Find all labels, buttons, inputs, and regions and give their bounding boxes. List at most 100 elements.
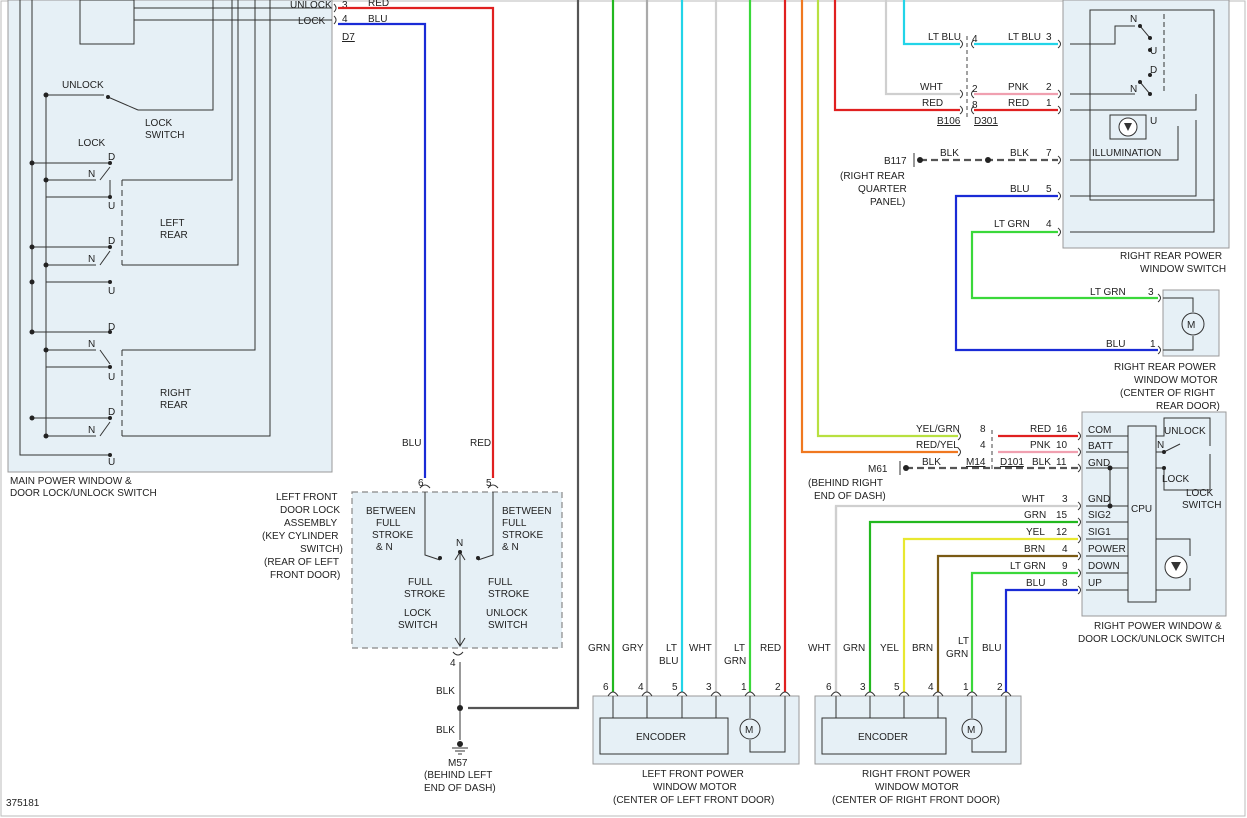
right-rear-label-2: REAR — [160, 400, 188, 411]
rr-pin: 8 — [972, 100, 978, 111]
wht-rr-wire — [884, 0, 960, 96]
pin4-label: 4 — [342, 14, 348, 25]
rf-switch-name-2: DOOR LOCK/UNLOCK SWITCH — [1078, 634, 1225, 645]
rr-wire-label: LT BLU — [1008, 32, 1041, 43]
door-lock-body — [351, 491, 563, 649]
rf-pin: 5 — [894, 682, 900, 693]
lf-pin: 3 — [706, 682, 712, 693]
rf-motor-wire-label: WHT — [808, 643, 831, 654]
rr-switch-name-2: WINDOW SWITCH — [1140, 264, 1226, 275]
rf-yel-wire — [902, 537, 1078, 692]
rf-pin: 1 — [963, 682, 969, 693]
rf-term-label: DOWN — [1088, 561, 1120, 572]
ground-m57: M57 — [448, 758, 468, 769]
rf-motor-m: M — [967, 725, 975, 736]
rf-motor-name-2: WINDOW MOTOR — [875, 782, 959, 793]
pin3-label: 3 — [342, 0, 348, 11]
between-right: BETWEEN FULL STROKE & N — [502, 506, 551, 553]
rf-switch-name-1: RIGHT POWER WINDOW & — [1094, 621, 1222, 632]
rf-motor-name-3: (CENTER OF RIGHT FRONT DOOR) — [832, 795, 1000, 806]
n-label: N — [88, 339, 95, 350]
ground-b117: B117 — [884, 156, 907, 167]
lf-wire-label: GRN — [724, 656, 746, 667]
rf-pin: 4 — [1062, 544, 1068, 555]
rf-pin: 16 — [1056, 424, 1068, 435]
lf-motor-name-3: (CENTER OF LEFT FRONT DOOR) — [613, 795, 774, 806]
illumination-label: ILLUMINATION — [1092, 148, 1161, 159]
rf-term-label: BATT — [1088, 441, 1113, 452]
rr-motor-icon — [1181, 312, 1205, 336]
lf-wire-label: BLU — [659, 656, 678, 667]
rr-switch-name-1: RIGHT REAR POWER — [1120, 251, 1222, 262]
lock-switch-1: LOCK — [404, 608, 432, 619]
rf-grn-wire — [868, 520, 1078, 692]
connector-m14: M14 — [966, 457, 986, 468]
rr-motor-name-1: RIGHT REAR POWER — [1114, 362, 1216, 373]
door-lock-name-7: FRONT DOOR) — [270, 570, 340, 581]
door-lock-name-1: LEFT FRONT — [276, 492, 337, 503]
blk-label: BLK — [1010, 148, 1029, 159]
pin4-label: 4 — [450, 658, 456, 669]
cpu-label: CPU — [1131, 504, 1152, 515]
rf-pin: 3 — [860, 682, 866, 693]
right-rear-label-1: RIGHT — [160, 388, 191, 399]
rf-term-label: UP — [1088, 578, 1102, 589]
door-lock-name-2: DOOR LOCK — [280, 505, 340, 516]
rf-encoder-box — [821, 717, 947, 755]
lf-wire-label: RED — [760, 643, 781, 654]
rr-wire-label: LT GRN — [994, 219, 1030, 230]
unlock-switch-1: UNLOCK — [486, 608, 528, 619]
rr-motor-name-2: WINDOW MOTOR — [1134, 375, 1218, 386]
blk-label: BLK — [436, 686, 455, 697]
right-power-window-door-lock-switch: CPU UNLOCK N LOCK LOCK SWITCH — [1077, 411, 1227, 645]
b117-location-3: PANEL) — [870, 197, 905, 208]
main-switch-inner-block — [79, 0, 135, 45]
rf-wire-label: PNK — [1030, 440, 1051, 451]
rf-motor-wire-label: GRN — [946, 649, 968, 660]
u-label: U — [108, 286, 115, 297]
rf-wire-label: RED/YEL — [916, 440, 959, 451]
lf-encoder-label: ENCODER — [636, 732, 686, 743]
rr-motor-wire-label: LT GRN — [1090, 287, 1126, 298]
connector-d7: D7 — [342, 32, 355, 43]
blu-label: BLU — [402, 438, 421, 449]
u-label: U — [108, 372, 115, 383]
rr-pin: 5 — [1046, 184, 1052, 195]
rr-wire-label: WHT — [920, 82, 943, 93]
lock-switch-2: SWITCH — [398, 620, 437, 631]
lf-wire-labels: GRN GRY LT BLU WHT LT GRN RED — [588, 643, 781, 667]
rf-wire-labels: YEL/GRN 8 RED 16 RED/YEL 4 PNK 10 M14 D1… — [808, 424, 1068, 589]
lf-encoder-box — [599, 717, 729, 755]
m61-location-2: END OF DASH) — [814, 491, 886, 502]
lf-motor-name-1: LEFT FRONT POWER — [642, 769, 744, 780]
lf-motor-name-2: WINDOW MOTOR — [653, 782, 737, 793]
n-label: N — [88, 425, 95, 436]
red-wire-lock — [338, 6, 495, 478]
rr-motor-m: M — [1187, 320, 1195, 331]
connector-d101: D101 — [1000, 457, 1024, 468]
rf-pin: 8 — [1062, 578, 1068, 589]
rr-d-label: D — [1150, 65, 1157, 76]
rf-pin: 4 — [928, 682, 934, 693]
lf-pin: 1 — [741, 682, 747, 693]
between-right-2: FULL — [502, 518, 527, 529]
blu-wire-lock — [338, 22, 427, 478]
lf-wire-label: LT — [734, 643, 745, 654]
rf-lock-switch-2: SWITCH — [1182, 500, 1221, 511]
lf-pin: 5 — [672, 682, 678, 693]
blk-ground-wire — [468, 0, 580, 710]
rf-pin: 12 — [1056, 527, 1068, 538]
inline-connector-b106-d301 — [959, 36, 975, 118]
rf-lock-label: LOCK — [1162, 474, 1190, 485]
rf-wire-label: GRN — [1024, 510, 1046, 521]
d-label: D — [108, 236, 115, 247]
n-label: N — [88, 169, 95, 180]
rf-pin: 2 — [997, 682, 1003, 693]
rf-wire-label: WHT — [1022, 494, 1045, 505]
rf-motor-wire-label: LT — [958, 636, 969, 647]
lf-wire-label: LT — [666, 643, 677, 654]
rr-u-label-2: U — [1150, 116, 1157, 127]
between-left-1: BETWEEN — [366, 506, 415, 517]
figure-id: 375181 — [6, 798, 40, 809]
